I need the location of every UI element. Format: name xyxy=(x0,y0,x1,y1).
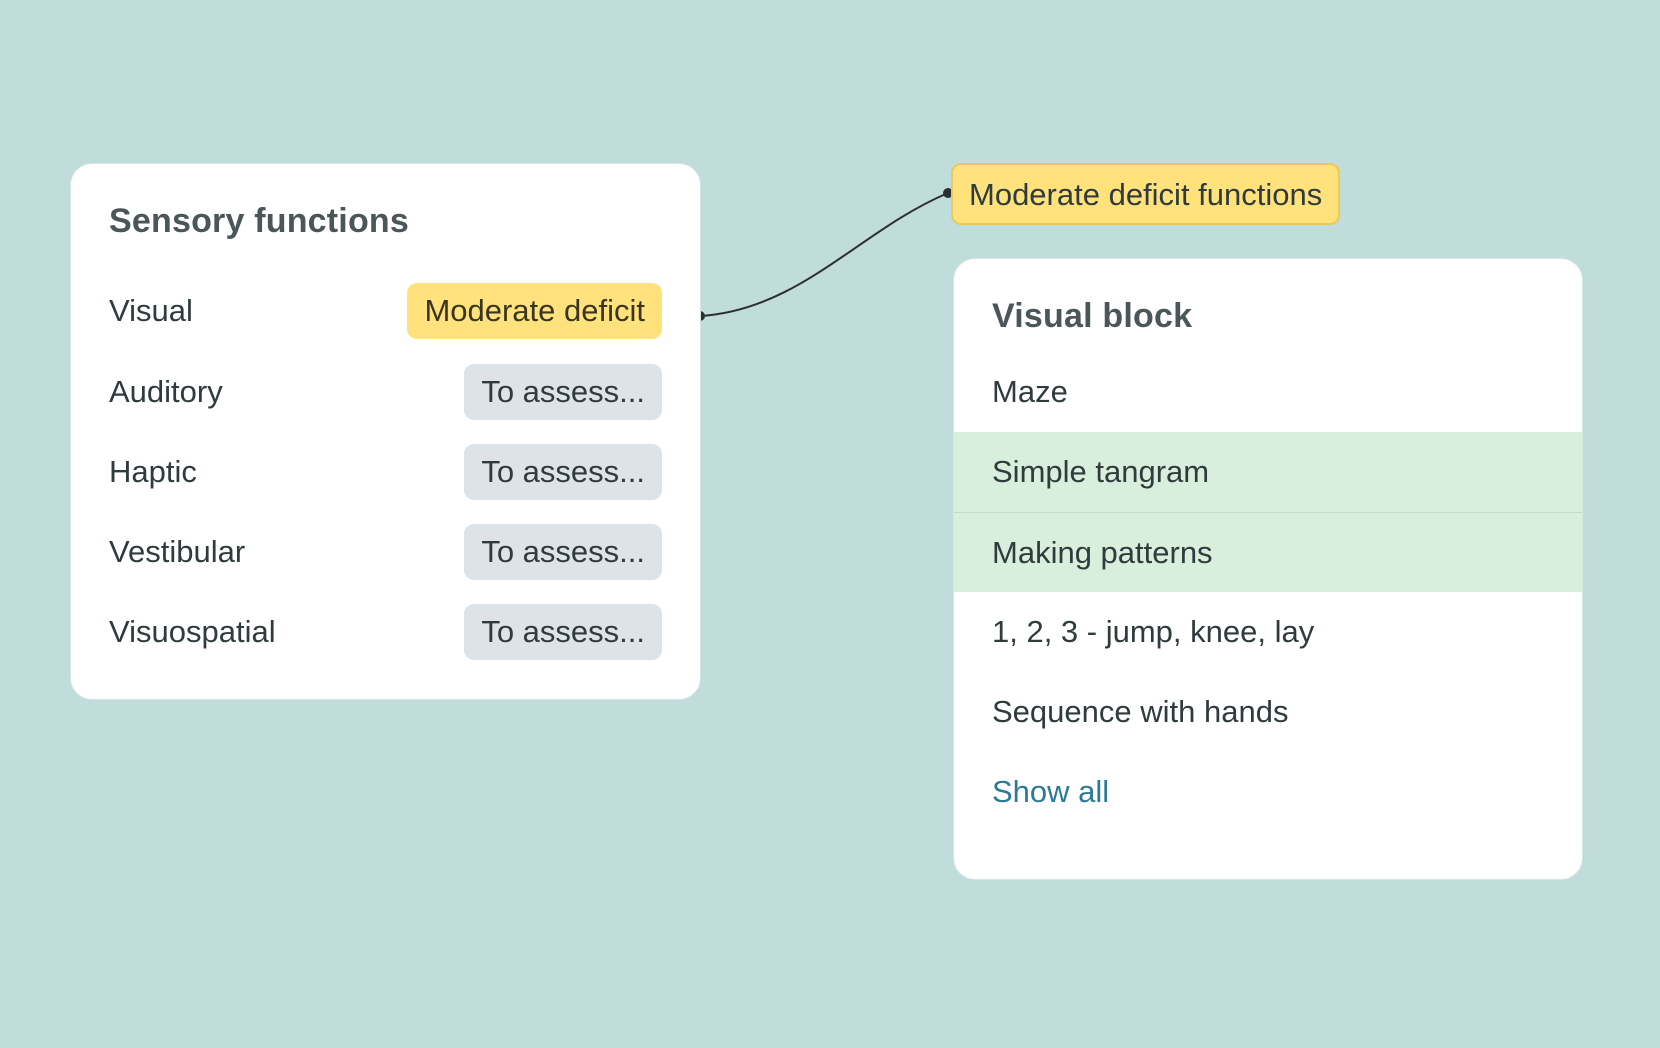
function-label: Visuospatial xyxy=(109,614,276,649)
visual-block-card: Visual block Maze Simple tangram Making … xyxy=(953,258,1583,880)
exercise-item-jump-knee-lay[interactable]: 1, 2, 3 - jump, knee, lay xyxy=(992,614,1315,649)
visual-block-title: Visual block xyxy=(992,297,1193,335)
function-row-visual: Visual Moderate deficit xyxy=(109,283,662,339)
function-row-vestibular: Vestibular To assess... xyxy=(109,524,662,580)
status-pill-deficit[interactable]: Moderate deficit xyxy=(407,283,662,339)
exercise-item-sequence-with-hands[interactable]: Sequence with hands xyxy=(992,694,1289,729)
function-label: Visual xyxy=(109,293,193,328)
sensory-card-title: Sensory functions xyxy=(109,202,410,240)
function-label: Auditory xyxy=(109,374,223,409)
function-row-visuospatial: Visuospatial To assess... xyxy=(109,604,662,660)
status-pill-assess[interactable]: To assess... xyxy=(464,364,662,420)
status-pill-assess[interactable]: To assess... xyxy=(464,444,662,500)
status-pill-assess[interactable]: To assess... xyxy=(464,604,662,660)
function-row-haptic: Haptic To assess... xyxy=(109,444,662,500)
sensory-functions-card: Sensory functions Visual Moderate defici… xyxy=(70,163,701,700)
status-pill-assess[interactable]: To assess... xyxy=(464,524,662,580)
exercise-item-simple-tangram[interactable]: Simple tangram xyxy=(954,432,1582,512)
exercise-item-making-patterns[interactable]: Making patterns xyxy=(954,512,1582,592)
function-row-auditory: Auditory To assess... xyxy=(109,364,662,420)
function-label: Haptic xyxy=(109,454,197,489)
show-all-link[interactable]: Show all xyxy=(992,774,1110,809)
moderate-deficit-functions-tag[interactable]: Moderate deficit functions xyxy=(951,163,1341,225)
function-label: Vestibular xyxy=(109,534,246,569)
exercise-list: Maze Simple tangram Making patterns 1, 2… xyxy=(954,352,1582,832)
exercise-item-maze[interactable]: Maze xyxy=(992,374,1068,409)
